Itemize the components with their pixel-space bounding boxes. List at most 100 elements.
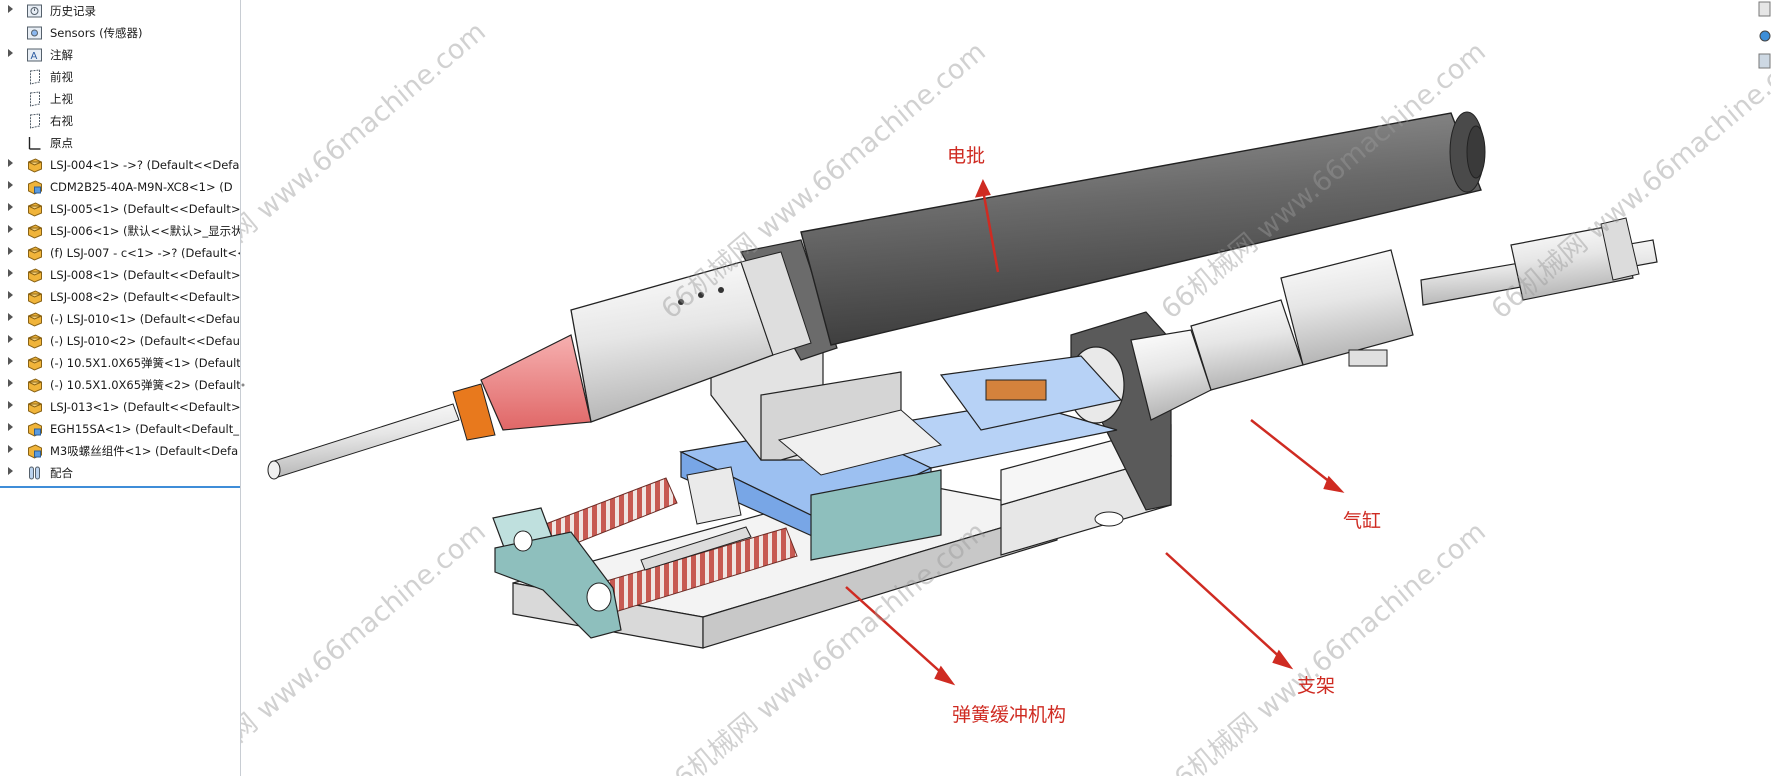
svg-text:66机械网 www.66machine.com: 66机械网 www.66machine.com bbox=[241, 516, 492, 776]
expand-arrow-icon[interactable] bbox=[8, 225, 13, 233]
tree-item-label: 右视 bbox=[50, 114, 73, 128]
expand-arrow-icon[interactable] bbox=[8, 357, 13, 365]
tree-item[interactable]: 配合 bbox=[0, 462, 240, 484]
callout-arrows bbox=[845, 179, 1345, 686]
part-icon bbox=[28, 356, 42, 371]
sensor-icon bbox=[27, 26, 42, 40]
annotation-icon: A bbox=[27, 48, 42, 62]
part-icon bbox=[28, 312, 42, 327]
svg-text:66机械网 www.66machine.com: 66机械网 www.66machine.com bbox=[1156, 516, 1492, 776]
expand-arrow-icon[interactable] bbox=[8, 423, 13, 431]
part-icon bbox=[28, 224, 42, 239]
tree-item[interactable]: 上视 bbox=[0, 88, 240, 110]
tree-item-label: LSJ-008<1> (Default<<Default>_ bbox=[50, 268, 241, 282]
expand-arrow-icon[interactable] bbox=[8, 401, 13, 409]
expand-arrow-icon[interactable] bbox=[8, 445, 13, 453]
tree-item-label: 前视 bbox=[50, 70, 73, 84]
tree-item-label: LSJ-008<2> (Default<<Default>_ bbox=[50, 290, 241, 304]
plane-icon bbox=[30, 91, 40, 107]
part-icon bbox=[28, 378, 42, 393]
expand-arrow-icon[interactable] bbox=[8, 269, 13, 277]
history-icon bbox=[27, 4, 42, 18]
assembly-icon bbox=[28, 180, 42, 195]
expand-arrow-icon[interactable] bbox=[8, 5, 13, 13]
tree-item[interactable]: (-) 10.5X1.0X65弹簧<1> (Default< bbox=[0, 352, 240, 374]
tree-item[interactable]: 前视 bbox=[0, 66, 240, 88]
part-icon bbox=[28, 202, 42, 217]
expand-arrow-icon[interactable] bbox=[8, 203, 13, 211]
tree-item[interactable]: 原点 bbox=[0, 132, 240, 154]
tree-item[interactable]: (f) LSJ-007 - c<1> ->? (Default<< bbox=[0, 242, 240, 264]
part-icon bbox=[28, 290, 42, 305]
tree-item-label: LSJ-005<1> (Default<<Default>_ bbox=[50, 202, 241, 216]
part-icon bbox=[28, 158, 42, 173]
tree-item-label: LSJ-004<1> ->? (Default<<Defau bbox=[50, 158, 241, 172]
electric-screwdriver bbox=[267, 111, 1486, 480]
tree-item[interactable]: A 注解 bbox=[0, 44, 240, 66]
tree-item-label: M3吸螺丝组件<1> (Default<Defa bbox=[50, 444, 239, 458]
expand-arrow-icon[interactable] bbox=[8, 335, 13, 343]
tree-item[interactable]: EGH15SA<1> (Default<Default_D bbox=[0, 418, 240, 440]
svg-text:66机械网 www.66machine.com: 66机械网 www.66machine.com bbox=[1486, 36, 1771, 325]
assembly-model: 66机械网 www.66machine.com 66机械网 www.66mach… bbox=[241, 16, 1771, 776]
task-pane-icon[interactable] bbox=[1758, 53, 1771, 69]
tree-item[interactable]: LSJ-005<1> (Default<<Default>_ bbox=[0, 198, 240, 220]
graphics-viewport[interactable]: 66机械网 www.66machine.com 66机械网 www.66mach… bbox=[241, 0, 1771, 776]
tree-separator bbox=[0, 486, 240, 488]
svg-text:66机械网 www.66machine.com: 66机械网 www.66machine.com bbox=[241, 16, 492, 305]
tree-item-label: Sensors (传感器) bbox=[50, 26, 143, 40]
tree-item[interactable]: (-) LSJ-010<2> (Default<<Defaul bbox=[0, 330, 240, 352]
expand-arrow-icon[interactable] bbox=[8, 467, 13, 475]
expand-arrow-icon[interactable] bbox=[8, 159, 13, 167]
tree-item[interactable]: LSJ-004<1> ->? (Default<<Defau bbox=[0, 154, 240, 176]
tree-item-label: CDM2B25-40A-M9N-XC8<1> (D bbox=[50, 180, 233, 194]
tree-item[interactable]: M3吸螺丝组件<1> (Default<Defa bbox=[0, 440, 240, 462]
assembly-icon bbox=[28, 444, 42, 459]
tree-item[interactable]: 历史记录 bbox=[0, 0, 240, 22]
tree-item[interactable]: 右视 bbox=[0, 110, 240, 132]
tree-item[interactable]: (-) 10.5X1.0X65弹簧<2> (Default< bbox=[0, 374, 240, 396]
part-icon bbox=[28, 246, 42, 261]
view-toolbar[interactable] bbox=[1757, 0, 1771, 76]
expand-arrow-icon[interactable] bbox=[8, 247, 13, 255]
tree-item-label: (-) LSJ-010<2> (Default<<Defaul bbox=[50, 334, 241, 348]
tree-item-label: 配合 bbox=[50, 466, 73, 480]
assembly-icon bbox=[28, 422, 42, 437]
panel-resize-grip[interactable] bbox=[240, 370, 246, 400]
slide-block bbox=[679, 355, 1123, 561]
tree-item[interactable]: LSJ-008<1> (Default<<Default>_ bbox=[0, 264, 240, 286]
callout-spring-buffer: 弹簧缓冲机构 bbox=[952, 704, 1067, 726]
tree-item-label: 上视 bbox=[50, 92, 73, 106]
tree-item[interactable]: CDM2B25-40A-M9N-XC8<1> (D bbox=[0, 176, 240, 198]
tree-item-label: 原点 bbox=[50, 136, 73, 150]
expand-arrow-icon[interactable] bbox=[8, 291, 13, 299]
tree-item[interactable]: LSJ-008<2> (Default<<Default>_ bbox=[0, 286, 240, 308]
svg-text:A: A bbox=[31, 51, 38, 62]
mates-icon bbox=[29, 466, 40, 480]
tree-item-label: 历史记录 bbox=[50, 4, 96, 18]
expand-arrow-icon[interactable] bbox=[8, 313, 13, 321]
part-icon bbox=[28, 400, 42, 415]
expand-arrow-icon[interactable] bbox=[8, 49, 13, 57]
tree-item[interactable]: LSJ-006<1> (默认<<默认>_显示状 bbox=[0, 220, 240, 242]
tree-item[interactable]: Sensors (传感器) bbox=[0, 22, 240, 44]
plane-icon bbox=[30, 113, 40, 129]
callout-bracket: 支架 bbox=[1297, 675, 1336, 697]
tree-item-label: (-) LSJ-010<1> (Default<<Defaul bbox=[50, 312, 241, 326]
tree-item-label: 注解 bbox=[50, 48, 73, 62]
feature-manager-tree: 历史记录 Sensors (传感器) A 注解前视上视右视原点 LSJ-004<1> -… bbox=[0, 0, 241, 776]
callout-screwdriver: 电批 bbox=[947, 145, 986, 167]
tree-item[interactable]: LSJ-013<1> (Default<<Default>_ bbox=[0, 396, 240, 418]
tree-item-label: (-) 10.5X1.0X65弹簧<2> (Default< bbox=[50, 378, 241, 392]
tree-item[interactable]: (-) LSJ-010<1> (Default<<Defaul bbox=[0, 308, 240, 330]
tree-item-label: LSJ-006<1> (默认<<默认>_显示状 bbox=[50, 224, 241, 238]
view-icon[interactable] bbox=[1758, 1, 1771, 17]
part-icon bbox=[28, 334, 42, 349]
tree-item-label: (f) LSJ-007 - c<1> ->? (Default<< bbox=[50, 246, 241, 260]
origin-icon bbox=[28, 137, 41, 150]
part-icon bbox=[28, 268, 42, 283]
expand-arrow-icon[interactable] bbox=[8, 379, 13, 387]
expand-arrow-icon[interactable] bbox=[8, 181, 13, 189]
tree-item-label: (-) 10.5X1.0X65弹簧<1> (Default< bbox=[50, 356, 241, 370]
appearance-icon[interactable] bbox=[1759, 30, 1771, 42]
